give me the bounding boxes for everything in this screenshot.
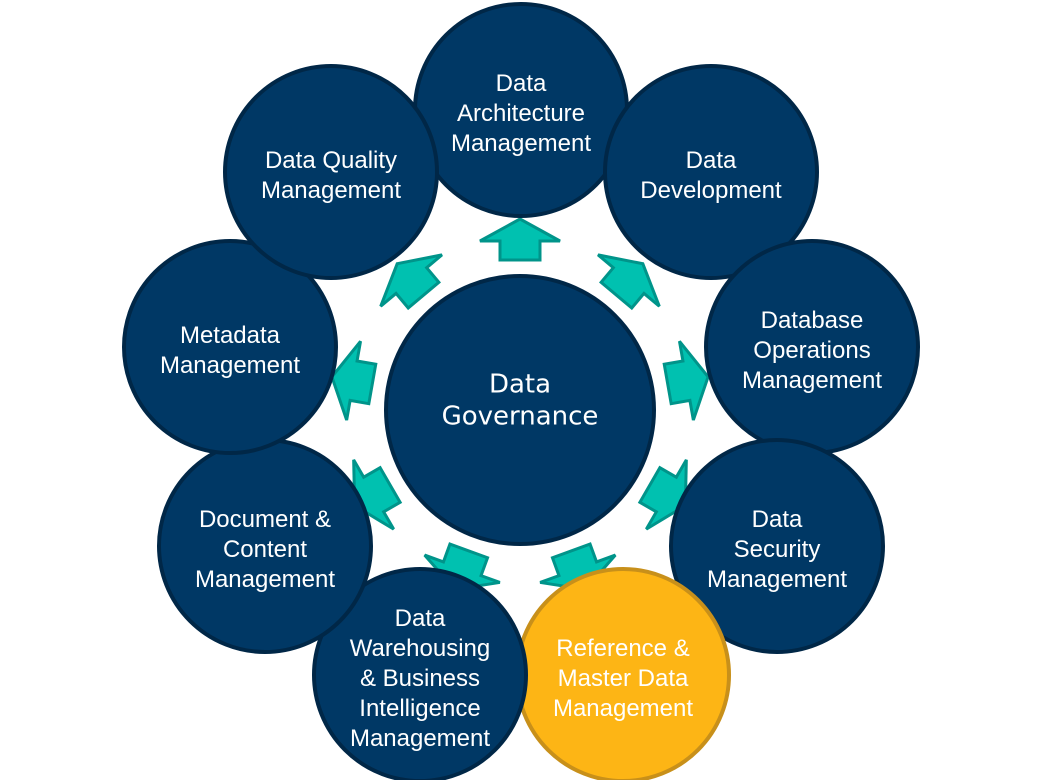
node-label-line: Security (734, 536, 821, 563)
node-circle (603, 64, 819, 280)
node-label-line: Development (640, 177, 782, 204)
arrow-outward-icon (597, 253, 661, 311)
node-label-line: Intelligence (359, 695, 480, 722)
node-label-line: Reference & (556, 635, 689, 662)
node-label-line: Database (761, 307, 864, 334)
node-circle (122, 239, 338, 455)
node-label-line: Management (261, 177, 401, 204)
arrow-outward-icon (423, 542, 501, 592)
node-label-line: Management (350, 725, 490, 752)
node-circle (223, 64, 439, 280)
node-label-line: Management (451, 130, 591, 157)
node-label-line: Content (223, 536, 307, 563)
node-label-line: Management (160, 352, 300, 379)
arrow-outward-icon (379, 253, 443, 311)
node-circle (312, 567, 528, 780)
node-label-line: Management (707, 566, 847, 593)
node-label-line: Warehousing (350, 635, 491, 662)
node-label-line: Data Quality (265, 147, 397, 174)
arrow-outward-icon (539, 542, 617, 592)
node-label-line: Architecture (457, 100, 585, 127)
node-label-line: & Business (360, 665, 480, 692)
node-label-line: Data (395, 605, 446, 632)
node-label-line: Operations (753, 337, 870, 364)
node-label-line: Master Data (558, 665, 689, 692)
arrow-outward-icon (662, 340, 710, 421)
center-circle (384, 274, 656, 546)
node-label-line: Document & (199, 506, 331, 533)
arrow-outward-icon (479, 217, 561, 262)
node-label-line: Metadata (180, 322, 281, 349)
node-circle (669, 438, 885, 654)
center-label-line: Governance (442, 402, 599, 432)
center-label-line: Data (489, 370, 551, 400)
node-label-line: Management (742, 367, 882, 394)
node-label-line: Data (686, 147, 737, 174)
node-label-line: Data (752, 506, 803, 533)
node-label-line: Data (496, 70, 547, 97)
arrow-outward-icon (330, 340, 378, 421)
node-label-line: Management (195, 566, 335, 593)
node-label-line: Management (553, 695, 693, 722)
